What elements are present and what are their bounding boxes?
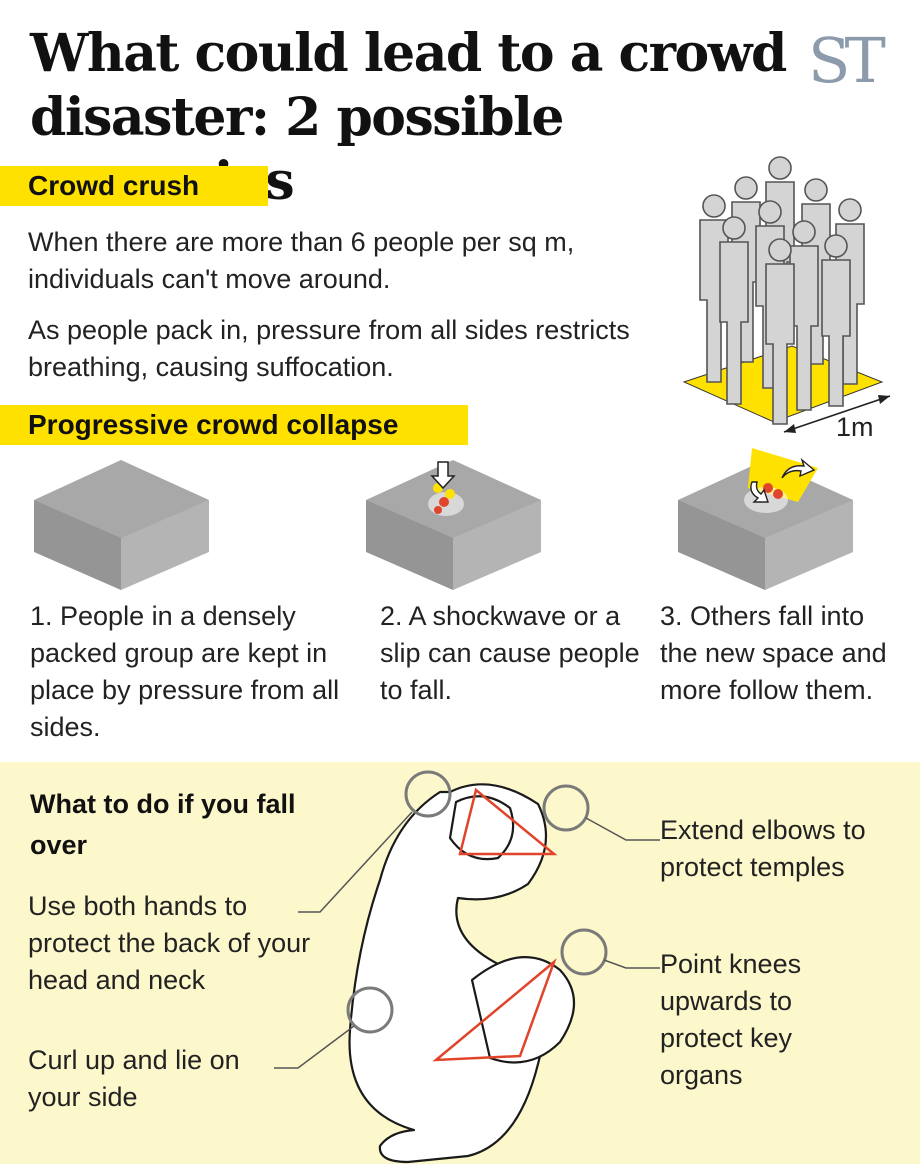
shockwave-crowd-icon: [366, 460, 541, 590]
crush-paragraph-2: As people pack in, pressure from all sid…: [28, 315, 630, 382]
posture-triangles: [432, 787, 558, 1062]
crush-paragraph-1: When there are more than 6 people per sq…: [28, 227, 575, 294]
scale-label: 1m: [836, 412, 874, 442]
fetal-position-figure: [274, 770, 660, 1164]
down-arrow-icon: [430, 461, 456, 490]
knee: [470, 956, 576, 1064]
dense-crowd-icon: [34, 460, 209, 590]
person: [765, 238, 795, 425]
tip-extend-elbows: Extend elbows to protect temples: [660, 815, 866, 882]
callout-lines: [274, 811, 660, 1069]
crowd-collapse-heading: Progressive crowd collapse: [0, 405, 468, 445]
highlight-circles: [346, 770, 608, 1034]
curved-arrow-icon: [781, 457, 816, 479]
collapse-step-2: 2. A shockwave or a slip can cause peopl…: [380, 601, 640, 705]
standing-crowd-illustration: [682, 156, 891, 433]
body-outline: [348, 783, 548, 1164]
what-to-do-heading: What to do if you fall over: [30, 789, 296, 860]
collapse-step-1: 1. People in a densely packed group are …: [30, 601, 340, 742]
tip-point-knees: Point knees upwards to protect key organ…: [660, 949, 802, 1090]
curved-arrow-icon: [750, 481, 769, 503]
collapsing-crowd-icon: [678, 448, 853, 590]
standing-people: [699, 156, 865, 425]
tip-protect-head: Use both hands to protect the back of yo…: [28, 891, 311, 995]
person: [719, 216, 749, 405]
collapse-step-3: 3. Others fall into the new space and mo…: [660, 601, 887, 705]
crowd-crush-heading: Crowd crush: [0, 166, 268, 206]
tip-curl-up: Curl up and lie on your side: [28, 1045, 240, 1112]
arms-over-head: [448, 795, 515, 861]
st-logo: ST: [808, 24, 886, 97]
person: [821, 234, 851, 407]
page-title: What could lead to a crowd disaster: 2 p…: [30, 23, 787, 212]
